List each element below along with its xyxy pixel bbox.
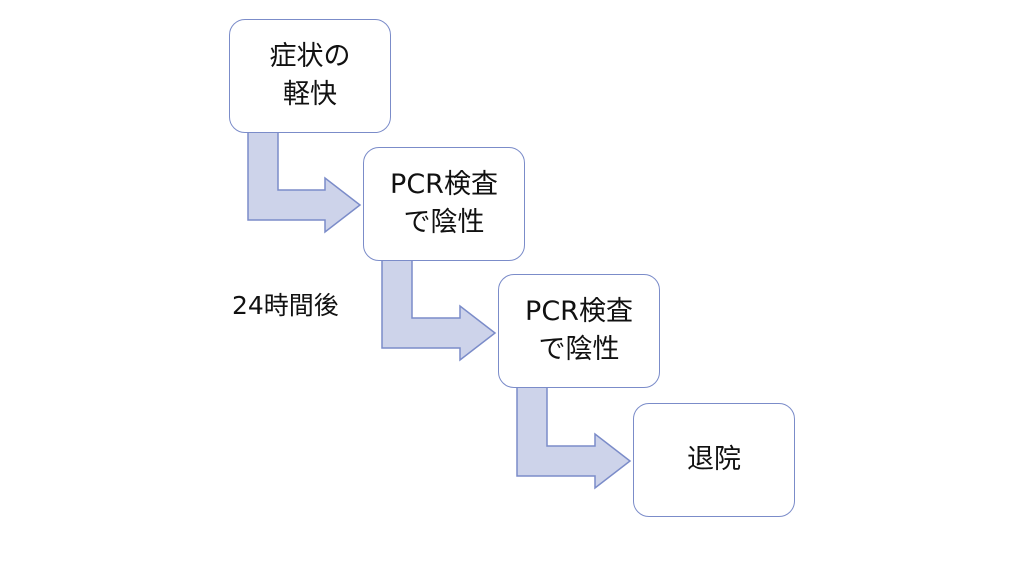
step3-line2: で陰性 bbox=[538, 334, 620, 365]
interval-note: 24時間後 bbox=[232, 291, 339, 320]
step-pcr-negative-second-box: PCR検査 で陰性 bbox=[498, 274, 660, 388]
step-symptom-relief-box: 症状の 軽快 bbox=[229, 19, 391, 133]
arrow-step2-to-step3 bbox=[381, 258, 497, 362]
step-discharge-box: 退院 bbox=[633, 403, 795, 517]
arrow-step1-to-step2 bbox=[247, 129, 362, 234]
step1-line1: 症状の bbox=[269, 41, 351, 72]
step2-line1: PCR検査 bbox=[390, 169, 498, 200]
step4-line1: 退院 bbox=[687, 444, 741, 475]
arrow-step3-to-step4 bbox=[516, 385, 632, 490]
step2-line2: で陰性 bbox=[403, 207, 485, 238]
step3-line1: PCR検査 bbox=[525, 296, 633, 327]
step1-line2: 軽快 bbox=[283, 79, 337, 110]
step-pcr-negative-first-box: PCR検査 で陰性 bbox=[363, 147, 525, 261]
